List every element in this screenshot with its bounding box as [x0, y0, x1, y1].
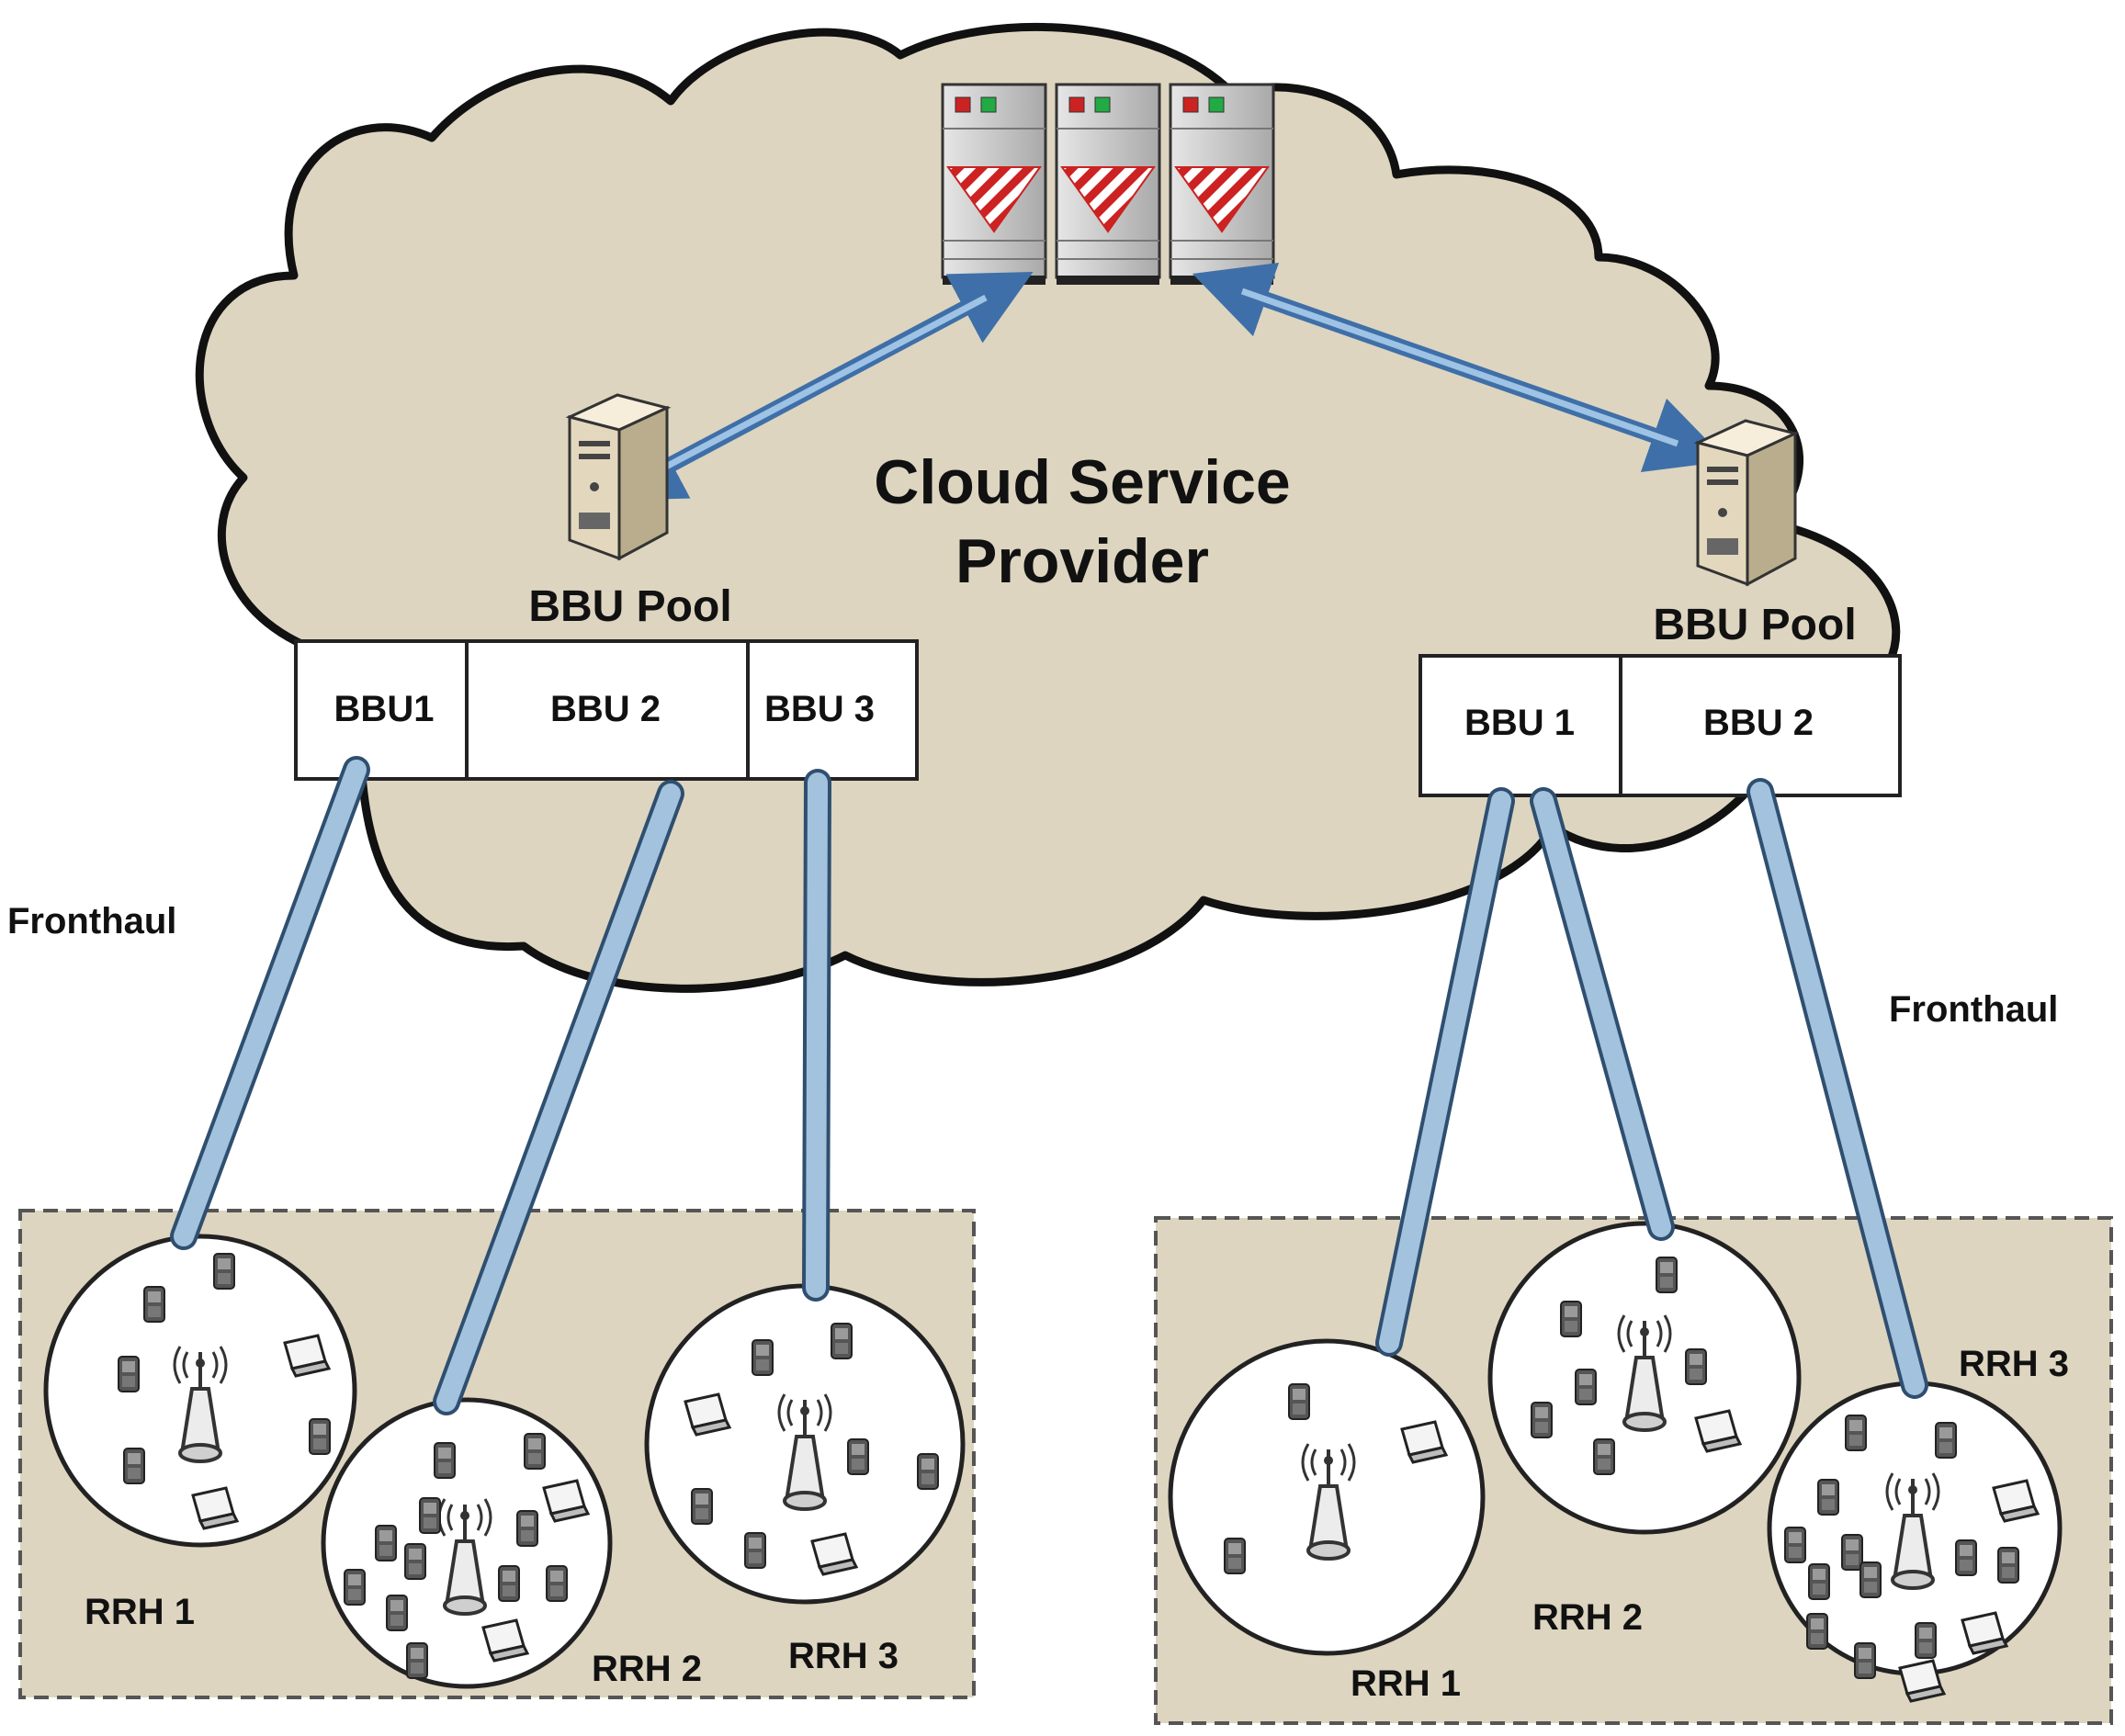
mobile-phone-icon	[344, 1569, 366, 1606]
right-bbu-2-box	[1619, 654, 1902, 797]
mobile-phone-icon	[498, 1565, 520, 1602]
left-bbu-2-label: BBU 2	[550, 689, 661, 729]
mobile-phone-icon	[917, 1453, 939, 1490]
cloud-title-line2: Provider	[955, 526, 1209, 596]
left-bbu-3-box	[746, 639, 919, 781]
mobile-phone-icon	[1656, 1257, 1678, 1293]
left-rrh-1-cell	[43, 1234, 357, 1548]
mobile-phone-icon	[404, 1543, 426, 1580]
mobile-phone-icon	[1859, 1561, 1882, 1598]
right-fronthaul-label: Fronthaul	[1889, 989, 2058, 1030]
mobile-phone-icon	[1997, 1547, 2019, 1584]
left-bbu-pool-server-icon	[568, 393, 669, 560]
right-rrh-3-label: RRH 3	[1959, 1344, 2069, 1384]
mobile-phone-icon	[1685, 1348, 1707, 1385]
left-pool-link-arrow-fill	[649, 294, 988, 479]
mobile-phone-icon	[1593, 1438, 1615, 1475]
mobile-phone-icon	[546, 1565, 568, 1602]
left-bbu-row: BBU1 BBU 2 BBU 3	[294, 639, 919, 781]
mobile-phone-icon	[847, 1438, 869, 1475]
left-rrh-2-cell	[321, 1397, 613, 1689]
right-bbu-1-box	[1419, 654, 1622, 797]
mobile-phone-icon	[1575, 1369, 1597, 1405]
left-bbu-1-label: BBU1	[334, 689, 435, 729]
mobile-phone-icon	[1955, 1539, 1977, 1576]
mobile-phone-icon	[123, 1448, 145, 1484]
left-rrh-3-cell	[644, 1283, 966, 1605]
mobile-phone-icon	[1845, 1415, 1867, 1451]
mobile-phone-icon	[831, 1323, 853, 1359]
mobile-phone-icon	[118, 1356, 140, 1392]
mobile-phone-icon	[1841, 1534, 1863, 1571]
server-rack-icon	[1169, 83, 1275, 287]
server-rack-icon	[941, 83, 1047, 287]
mobile-phone-icon	[1935, 1422, 1957, 1459]
mobile-phone-icon	[1560, 1301, 1582, 1337]
mobile-phone-icon	[1817, 1479, 1839, 1516]
mobile-phone-icon	[1224, 1538, 1246, 1574]
fronthaul-links	[170, 756, 1928, 1415]
mobile-phone-icon	[1288, 1383, 1310, 1420]
left-rrh-3-label: RRH 3	[788, 1636, 899, 1676]
mobile-phone-icon	[691, 1488, 713, 1525]
mobile-phone-icon	[744, 1532, 766, 1569]
right-bbu-pool-label: BBU Pool	[1653, 601, 1856, 649]
right-rrh-1-label: RRH 1	[1351, 1663, 1461, 1704]
mobile-phone-icon	[434, 1442, 456, 1479]
right-pool-link-arrow-fill	[1240, 287, 1679, 447]
left-bbu-3-label: BBU 3	[764, 689, 875, 729]
left-bbu-1-box	[294, 639, 469, 781]
left-bbu-pool-label: BBU Pool	[528, 582, 731, 631]
mobile-phone-icon	[1915, 1622, 1937, 1659]
mobile-phone-icon	[516, 1510, 538, 1547]
mobile-phone-icon	[752, 1339, 774, 1376]
mobile-phone-icon	[419, 1497, 441, 1534]
mobile-phone-icon	[1854, 1642, 1876, 1679]
mobile-phone-icon	[1784, 1527, 1806, 1563]
mobile-phone-icon	[213, 1253, 235, 1290]
left-rrh-1-label: RRH 1	[85, 1592, 195, 1632]
mobile-phone-icon	[375, 1525, 397, 1561]
mobile-phone-icon	[1808, 1563, 1830, 1600]
left-fronthaul-label: Fronthaul	[7, 901, 176, 941]
right-rrh-2-cell	[1487, 1221, 1802, 1535]
right-rrh-2-label: RRH 2	[1532, 1597, 1643, 1638]
server-rack-icon	[1055, 83, 1161, 287]
mobile-phone-icon	[406, 1642, 428, 1679]
mobile-phone-icon	[309, 1418, 331, 1455]
mobile-phone-icon	[1806, 1613, 1828, 1650]
right-bbu-row: BBU 1 BBU 2	[1419, 654, 1902, 797]
mobile-phone-icon	[1531, 1402, 1553, 1438]
right-bbu-1-label: BBU 1	[1464, 703, 1575, 743]
right-bbu-pool-server-icon	[1696, 419, 1797, 586]
left-bbu-2-box	[465, 639, 750, 781]
cloud-title-line1: Cloud Service	[874, 447, 1291, 517]
data-center	[941, 83, 1275, 287]
right-rrh-1-cell	[1168, 1338, 1486, 1656]
mobile-phone-icon	[386, 1595, 408, 1631]
mobile-phone-icon	[143, 1286, 165, 1323]
left-rrh-2-label: RRH 2	[592, 1649, 702, 1689]
right-bbu-2-label: BBU 2	[1703, 703, 1814, 743]
mobile-phone-icon	[524, 1433, 546, 1470]
